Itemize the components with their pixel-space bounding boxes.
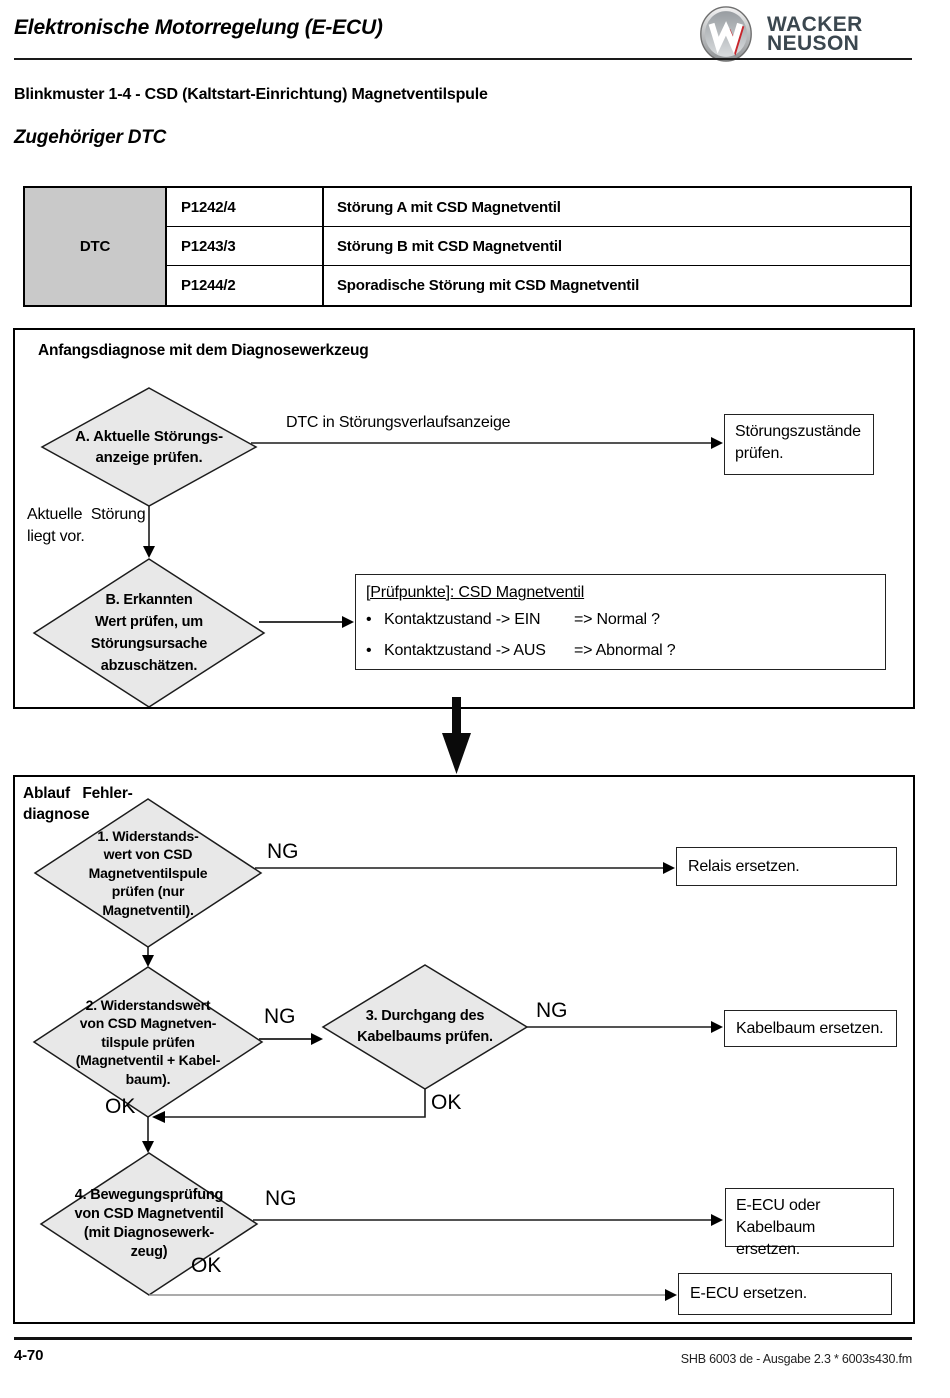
dtc-description-cell: Störung A mit CSD Magnetventil	[324, 188, 910, 227]
branch-label-ok: OK	[105, 1095, 136, 1118]
panel-heading: Ablauf Fehler- diagnose	[23, 785, 133, 823]
checkpoint-item: • Kontaktzustand -> EIN => Normal ?	[366, 610, 875, 630]
dtc-code-cell: P1244/2	[167, 266, 324, 305]
logo-badge-icon	[700, 6, 752, 62]
flow-connector	[165, 1089, 426, 1118]
logo-wordmark-line1: WACKER	[767, 13, 863, 36]
arrowhead-icon	[311, 1033, 323, 1045]
checkpoint-condition: Kontaktzustand -> AUS	[384, 642, 546, 659]
diamond-1-label: 1. Widerstands- wert von CSD Magnetventi…	[88, 827, 208, 918]
arrowhead-icon	[142, 955, 154, 967]
page-number: 4-70	[14, 1347, 44, 1364]
dtc-section-heading: Zugehöriger DTC	[14, 127, 167, 148]
checkpoints-title: [Prüfpunkte]: CSD Magnetventil	[366, 584, 585, 601]
panel-heading: Anfangsdiagnose mit dem Diagnosewerkzeug	[38, 342, 369, 359]
bullet-icon: •	[366, 642, 372, 659]
replace-relay-box: Relais ersetzen.	[676, 847, 897, 886]
current-fault-note: Aktuelle Störung liegt vor.	[27, 506, 146, 545]
arrowhead-icon	[143, 546, 155, 558]
page-title: Elektronische Motorregelung (E-ECU)	[14, 16, 383, 39]
checkpoint-item: • Kontaktzustand -> AUS => Abnormal ?	[366, 641, 875, 661]
dtc-table-row-header: DTC	[25, 188, 167, 305]
bullet-icon: •	[366, 611, 372, 628]
initial-diagnosis-panel: Anfangsdiagnose mit dem Diagnosewerkzeug…	[13, 328, 915, 709]
replace-ecu-or-harness-box: E-ECU oder Kabelbaum ersetzen.	[725, 1188, 894, 1258]
logo-wordmark: WACKER NEUSON	[767, 13, 863, 55]
header-divider	[14, 58, 912, 60]
checkpoint-result: => Abnormal ?	[574, 642, 676, 659]
blink-pattern-heading: Blinkmuster 1-4 - CSD (Kaltstart-Einrich…	[14, 86, 488, 103]
branch-label-ok: OK	[191, 1254, 222, 1277]
fault-procedure-flow-diagram	[32, 798, 723, 1301]
branch-label-ng: NG	[264, 1005, 296, 1028]
diamond-b-label: B. Erkannten Wert prüfen, um Störungsurs…	[90, 592, 208, 674]
logo-wordmark-line2: NEUSON	[767, 32, 860, 55]
checkpoint-condition: Kontaktzustand -> EIN	[384, 611, 541, 628]
wacker-neuson-logo: WACKER NEUSON	[698, 5, 863, 63]
arrowhead-icon	[711, 1021, 723, 1033]
arrowhead-icon	[142, 1141, 154, 1153]
diamond-4-label: 4. Bewegungsprüfung von CSD Magnetventil…	[74, 1187, 224, 1260]
arrowhead-icon	[665, 1289, 677, 1301]
document-reference: SHB 6003 de - Ausgabe 2.3 * 6003s430.fm	[680, 1352, 912, 1366]
branch-label-ng: NG	[267, 840, 299, 863]
section-transition-arrow-icon	[442, 697, 471, 774]
checkpoint-result: => Normal ?	[574, 611, 660, 628]
branch-label-ok: OK	[431, 1091, 462, 1114]
branch-label-ng: NG	[536, 999, 568, 1022]
dtc-table: DTC P1242/4 Störung A mit CSD Magnetvent…	[23, 186, 912, 307]
check-fault-states-box: Störungszustände prüfen.	[724, 414, 874, 475]
checkpoints-box: [Prüfpunkte]: CSD Magnetventil • Kontaktz…	[355, 574, 886, 670]
replace-ecu-box: E-ECU ersetzen.	[678, 1273, 892, 1315]
arrowhead-icon	[342, 616, 354, 628]
dtc-code-cell: P1242/4	[167, 188, 324, 227]
arrowhead-icon	[711, 1214, 723, 1226]
dtc-code-cell: P1243/3	[167, 227, 324, 266]
branch-label-dtc-history: DTC in Störungsverlaufsanzeige	[286, 414, 511, 431]
dtc-description-cell: Sporadische Störung mit CSD Magnetventil	[337, 277, 640, 294]
fault-procedure-panel: Ablauf Fehler- diagnose 1. Widerstands- …	[13, 775, 915, 1324]
diamond-b-shape	[32, 558, 266, 707]
initial-diagnosis-flow-diagram	[32, 387, 723, 707]
arrowhead-icon	[711, 437, 723, 449]
diamond-2-label: 2. Widerstandswert von CSD Magnetven- ti…	[75, 996, 221, 1087]
diamond-a-label: A. Aktuelle Störungs- anzeige prüfen.	[75, 428, 223, 466]
diamond-3-label: 3. Durchgang des Kabelbaums prüfen.	[357, 1008, 493, 1045]
dtc-description-cell: Störung B mit CSD Magnetventil	[324, 227, 910, 266]
arrowhead-icon	[152, 1111, 165, 1123]
replace-harness-box: Kabelbaum ersetzen.	[724, 1010, 897, 1047]
arrowhead-icon	[663, 862, 675, 874]
branch-label-ng: NG	[265, 1187, 297, 1210]
footer-divider	[14, 1337, 912, 1340]
